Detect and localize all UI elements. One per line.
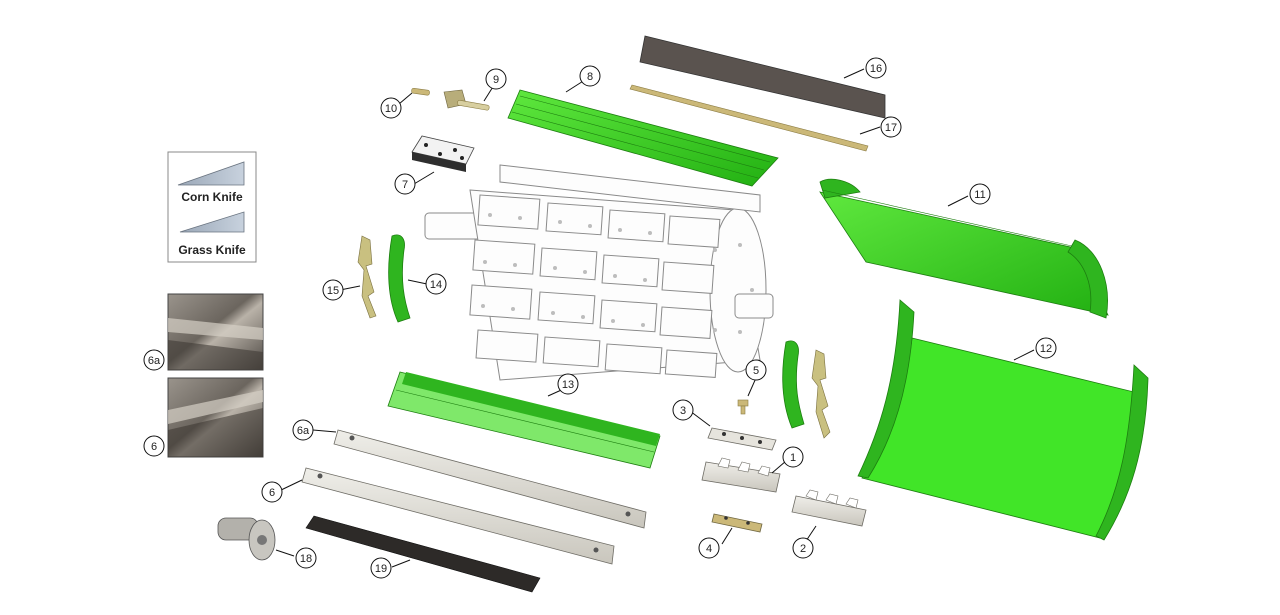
callout-19: 19 — [370, 557, 392, 579]
part-6-steel-bar — [301, 467, 615, 565]
svg-text:15: 15 — [327, 285, 339, 297]
part-19-dark-strip — [305, 515, 541, 593]
part-5-bolt — [737, 399, 749, 415]
part-9-bracket — [443, 89, 490, 111]
callout-11: 11 — [969, 183, 991, 205]
rotor-bolt-holes — [481, 213, 754, 334]
grass-knife-label: Grass Knife — [178, 243, 246, 257]
rotor-drum — [424, 164, 774, 381]
part-15-left-knife — [357, 235, 377, 319]
callout-16: 16 — [865, 57, 887, 79]
callout-8: 8 — [579, 65, 601, 87]
part-17-brass-strip — [629, 84, 869, 152]
svg-text:1: 1 — [790, 452, 796, 464]
part-3-bar — [707, 427, 777, 451]
callout-photo-6: 6 — [143, 435, 165, 457]
corn-knife-icon — [177, 161, 245, 186]
photo-inset-6 — [167, 377, 264, 458]
photo-inset-6a — [167, 293, 264, 371]
svg-text:7: 7 — [402, 179, 408, 191]
callout-12: 12 — [1035, 337, 1057, 359]
corn-knife-label: Corn Knife — [181, 190, 243, 204]
svg-text:6a: 6a — [148, 355, 161, 367]
svg-text:6a: 6a — [297, 425, 310, 437]
part-1-notched-plate — [701, 457, 781, 493]
part-18-stub-shaft — [217, 517, 276, 561]
svg-text:18: 18 — [300, 553, 312, 565]
callout-leaders — [275, 68, 1035, 568]
callout-6a: 6a — [292, 419, 314, 441]
callout-9: 9 — [485, 68, 507, 90]
svg-text:9: 9 — [493, 74, 499, 86]
callout-photo-6a: 6a — [143, 349, 165, 371]
svg-text:5: 5 — [753, 365, 759, 377]
callout-17: 17 — [880, 116, 902, 138]
part-14-right-liner — [782, 340, 805, 429]
svg-text:13: 13 — [562, 379, 574, 391]
callout-4: 4 — [698, 537, 720, 559]
svg-text:3: 3 — [680, 405, 686, 417]
callout-1: 1 — [782, 446, 804, 468]
svg-text:6: 6 — [151, 441, 157, 453]
svg-text:8: 8 — [587, 71, 593, 83]
part-4-small-bar — [711, 513, 763, 533]
svg-text:17: 17 — [885, 122, 897, 134]
part-8-green-bar — [507, 89, 779, 187]
svg-text:6: 6 — [269, 487, 275, 499]
part-10-pin — [411, 87, 430, 96]
callout-10: 10 — [380, 97, 402, 119]
knife-legend: Corn Knife Grass Knife — [167, 151, 257, 263]
svg-text:19: 19 — [375, 563, 387, 575]
part-13-green-bar — [387, 371, 661, 469]
svg-text:12: 12 — [1040, 343, 1052, 355]
callout-3: 3 — [672, 399, 694, 421]
callout-5: 5 — [745, 359, 767, 381]
callout-18: 18 — [295, 547, 317, 569]
rotor-shaft-right — [734, 293, 774, 319]
callout-7: 7 — [394, 173, 416, 195]
svg-text:16: 16 — [870, 63, 882, 75]
callout-15: 15 — [322, 279, 344, 301]
grass-knife-icon — [179, 211, 245, 233]
part-16-cover-plate — [639, 35, 886, 119]
part-11-upper-housing — [819, 178, 1109, 319]
callout-13: 13 — [557, 373, 579, 395]
part-12-lower-pan — [857, 299, 1149, 541]
part-2-notched-plate — [791, 489, 867, 527]
callout-14: 14 — [425, 273, 447, 295]
callouts: 10 9 8 16 17 7 11 14 15 12 5 13 3 6a 1 6… — [143, 57, 1057, 579]
svg-text:4: 4 — [706, 543, 712, 555]
svg-text:11: 11 — [974, 189, 985, 201]
callout-6: 6 — [261, 481, 283, 503]
part-6a-steel-bar — [333, 429, 647, 529]
part-14-left-liner — [388, 234, 411, 323]
svg-text:2: 2 — [800, 543, 806, 555]
part-15-right-knife — [811, 349, 831, 439]
svg-text:14: 14 — [430, 279, 442, 291]
part-7-block — [411, 135, 475, 172]
svg-text:10: 10 — [385, 103, 397, 115]
callout-2: 2 — [792, 537, 814, 559]
